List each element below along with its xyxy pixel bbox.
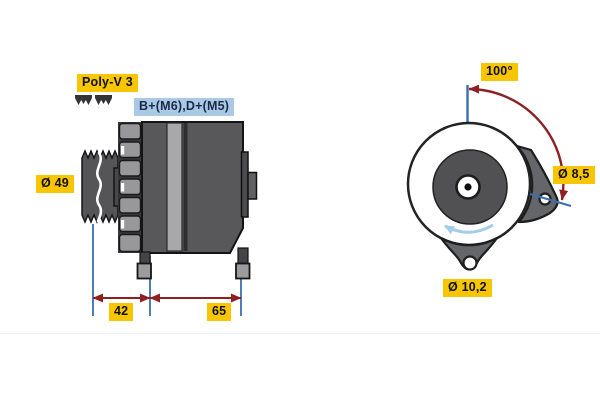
rear-boss <box>247 171 258 200</box>
housing-band <box>166 122 183 252</box>
vent-slit <box>121 146 125 155</box>
rear-foot <box>237 247 249 266</box>
rear-plate <box>240 151 249 218</box>
vent-slit <box>121 183 125 192</box>
housing-body <box>141 121 244 254</box>
background-divider <box>0 333 600 334</box>
alternator-housing <box>136 121 258 280</box>
vent-block <box>118 178 142 196</box>
vent-block <box>118 122 142 140</box>
dimension-65-label: 65 <box>207 303 232 321</box>
hole-small-label: Ø 8,5 <box>553 166 595 184</box>
mounting-hole-large <box>462 255 478 271</box>
shaft-center <box>464 183 472 191</box>
vent-block <box>118 141 142 159</box>
pulley <box>81 149 124 224</box>
vent-slit <box>121 220 125 229</box>
vent-block <box>118 215 142 233</box>
vent-block <box>118 233 142 253</box>
mounting-angle-label: 100° <box>481 63 518 81</box>
hole-large-label: Ø 10,2 <box>443 279 492 297</box>
rotation-ccw-arrow-icon <box>444 223 494 235</box>
vent-column <box>118 122 142 253</box>
front-view <box>406 84 572 271</box>
front-foot-pad <box>136 262 152 280</box>
dimension-42-label: 42 <box>109 303 134 321</box>
belt-type-label: Poly-V 3 <box>77 74 138 92</box>
rear-foot-pad <box>235 262 251 280</box>
terminals-label: B+(M6),D+(M5) <box>134 98 235 116</box>
pulley-diameter-label: Ø 49 <box>36 175 74 193</box>
vent-block <box>118 196 142 214</box>
belt-profile-icon <box>75 95 112 105</box>
vent-block <box>118 159 142 177</box>
pulley-break-line <box>96 151 103 223</box>
housing-seam <box>183 123 188 251</box>
side-view <box>75 95 258 316</box>
